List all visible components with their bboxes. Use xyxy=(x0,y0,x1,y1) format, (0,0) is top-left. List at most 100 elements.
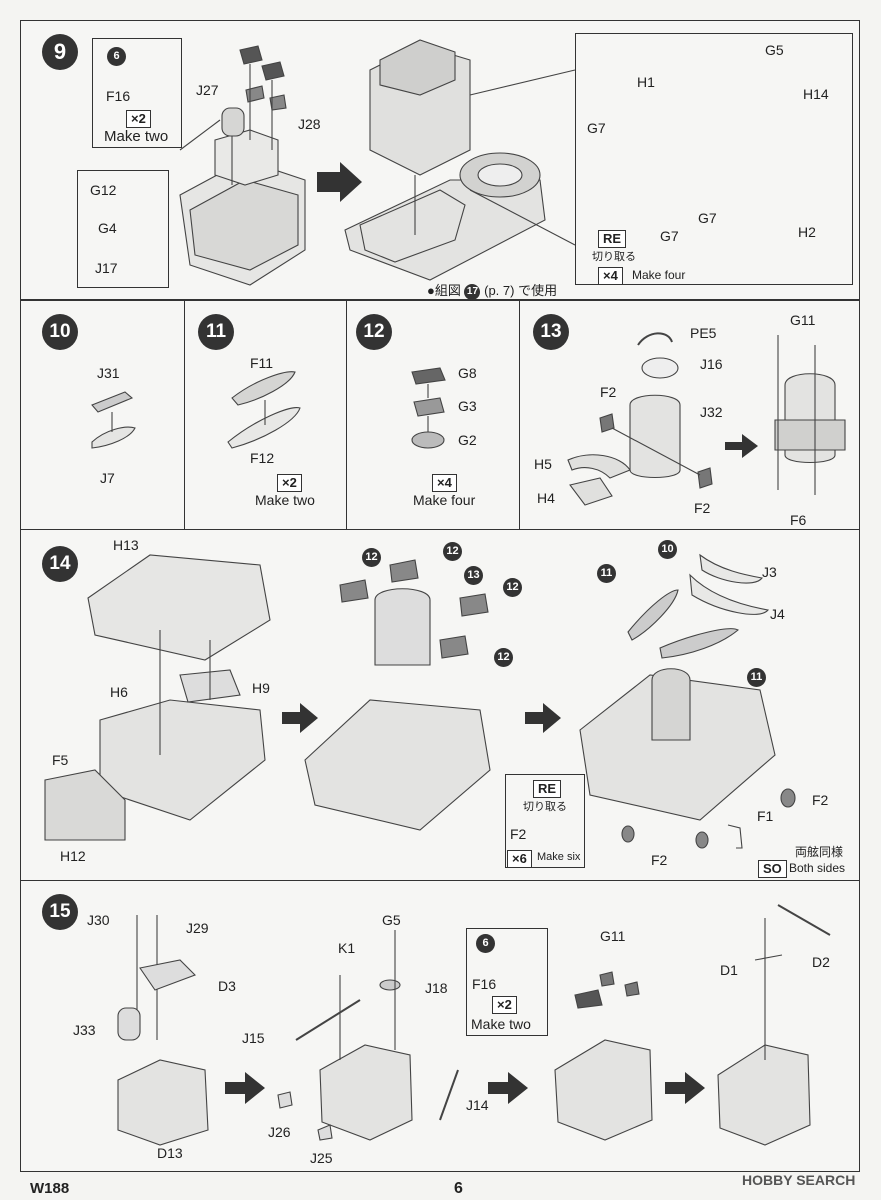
page-code: W188 xyxy=(30,1180,70,1197)
note-suffix: (p. 7) で使用 xyxy=(484,283,558,298)
x2-badge-11: ×2 xyxy=(277,474,302,492)
label-J16: J16 xyxy=(700,356,723,372)
both-sides-jp: 両舷同様 xyxy=(795,845,844,859)
note-prefix: ●組図 xyxy=(427,283,461,298)
label-J14: J14 xyxy=(466,1097,489,1113)
label-G7-mid: G7 xyxy=(698,210,717,226)
label-G8: G8 xyxy=(458,365,477,381)
step10-boat-drawing xyxy=(91,391,136,449)
label-F12: F12 xyxy=(250,450,275,466)
label-G11: G11 xyxy=(790,312,816,328)
step11-boat-drawing xyxy=(227,371,301,449)
label-H9: H9 xyxy=(252,680,270,696)
label-K1: K1 xyxy=(338,940,356,956)
make-two-text: Make two xyxy=(104,128,169,145)
label-F1: F1 xyxy=(757,808,774,824)
cut-text-9: 切り取る xyxy=(592,251,636,263)
make-two-text-15: Make two xyxy=(471,1016,531,1032)
label-G12: G12 xyxy=(90,182,117,198)
cut-text-14: 切り取る xyxy=(523,801,567,813)
make-four-text-12: Make four xyxy=(413,492,476,508)
label-J25: J25 xyxy=(310,1150,333,1166)
label-F2-box: F2 xyxy=(510,826,527,842)
label-G7-right: G7 xyxy=(660,228,679,244)
label-J29: J29 xyxy=(186,920,209,936)
x4-badge-9: ×4 xyxy=(598,267,623,285)
step-ref-12-a: 12 xyxy=(362,548,381,567)
label-D1: D1 xyxy=(720,962,738,978)
label-F16-15: F16 xyxy=(472,976,497,992)
label-G3: G3 xyxy=(458,398,477,414)
make-two-text-11: Make two xyxy=(255,492,315,508)
label-J15: J15 xyxy=(242,1030,265,1046)
label-D2: D2 xyxy=(812,954,830,970)
x4-badge-12: ×4 xyxy=(432,474,457,492)
step-ref-12-d: 12 xyxy=(494,648,513,667)
label-F2-bottom: F2 xyxy=(651,852,668,868)
label-H13: H13 xyxy=(113,537,139,553)
watermark: HOBBY SEARCH xyxy=(742,1172,856,1188)
label-G11-15: G11 xyxy=(600,928,626,944)
re-badge-9: RE xyxy=(598,230,627,248)
re-badge-14: RE xyxy=(533,780,562,798)
label-G5-15: G5 xyxy=(382,912,401,928)
step9-note: ●組図 17 (p. 7) で使用 xyxy=(427,280,557,300)
label-F2-right: F2 xyxy=(812,792,829,808)
step-number-10: 10 xyxy=(42,314,78,350)
label-H1: H1 xyxy=(637,74,655,90)
label-H4: H4 xyxy=(537,490,555,506)
label-J30: J30 xyxy=(87,912,110,928)
label-D3: D3 xyxy=(218,978,236,994)
label-G2: G2 xyxy=(458,432,477,448)
label-H5: H5 xyxy=(534,456,552,472)
label-F11: F11 xyxy=(250,355,274,371)
step-number-9: 9 xyxy=(42,34,78,70)
step-number-12: 12 xyxy=(356,314,392,350)
step-ref-11-b: 11 xyxy=(747,668,766,687)
label-F2: F2 xyxy=(600,384,617,400)
step-number-14: 14 xyxy=(42,546,78,582)
note-ref-17: 17 xyxy=(464,283,481,300)
step-number-13: 13 xyxy=(533,314,569,350)
label-J26: J26 xyxy=(268,1124,291,1140)
label-J27: J27 xyxy=(196,82,219,98)
step-ref-12-c: 12 xyxy=(503,578,522,597)
step9-assembled-drawing xyxy=(344,39,546,281)
label-J17: J17 xyxy=(95,260,118,276)
label-G5: G5 xyxy=(765,42,784,58)
step-ref-10: 10 xyxy=(658,540,677,559)
label-D13: D13 xyxy=(157,1145,183,1161)
step14-deck-exploded-drawing xyxy=(44,553,796,849)
step9-superstructure-drawing xyxy=(179,45,306,286)
label-J32: J32 xyxy=(700,404,723,420)
step-ref-12-b: 12 xyxy=(443,542,462,561)
label-J7: J7 xyxy=(100,470,115,486)
label-F2-lower: F2 xyxy=(694,500,711,516)
label-J18: J18 xyxy=(425,980,448,996)
both-sides-text: Both sides xyxy=(789,861,846,875)
make-four-text-9: Make four xyxy=(632,268,686,282)
step-ref-13: 13 xyxy=(464,566,483,585)
step13-funnel-drawing xyxy=(567,332,846,506)
step-ref-6-15: 6 xyxy=(476,934,495,953)
label-H14: H14 xyxy=(803,86,829,102)
x2-badge-15: ×2 xyxy=(492,996,517,1014)
x6-badge: ×6 xyxy=(507,850,532,868)
label-J4: J4 xyxy=(770,606,785,622)
step9-subassembly-box-b xyxy=(77,170,169,288)
step-ref-6: 6 xyxy=(107,47,126,66)
label-F6: F6 xyxy=(790,512,807,528)
label-F5: F5 xyxy=(52,752,69,768)
make-six-text: Make six xyxy=(537,851,581,863)
step-ref-11-a: 11 xyxy=(597,564,616,583)
step12-mount-drawing xyxy=(411,367,446,449)
label-J3: J3 xyxy=(762,564,777,580)
label-G7-left: G7 xyxy=(587,120,606,136)
label-J28: J28 xyxy=(298,116,321,132)
page-number: 6 xyxy=(454,1180,463,1197)
label-J31: J31 xyxy=(97,365,120,381)
label-H12: H12 xyxy=(60,848,86,864)
x2-badge: ×2 xyxy=(126,110,151,128)
label-H6: H6 xyxy=(110,684,128,700)
